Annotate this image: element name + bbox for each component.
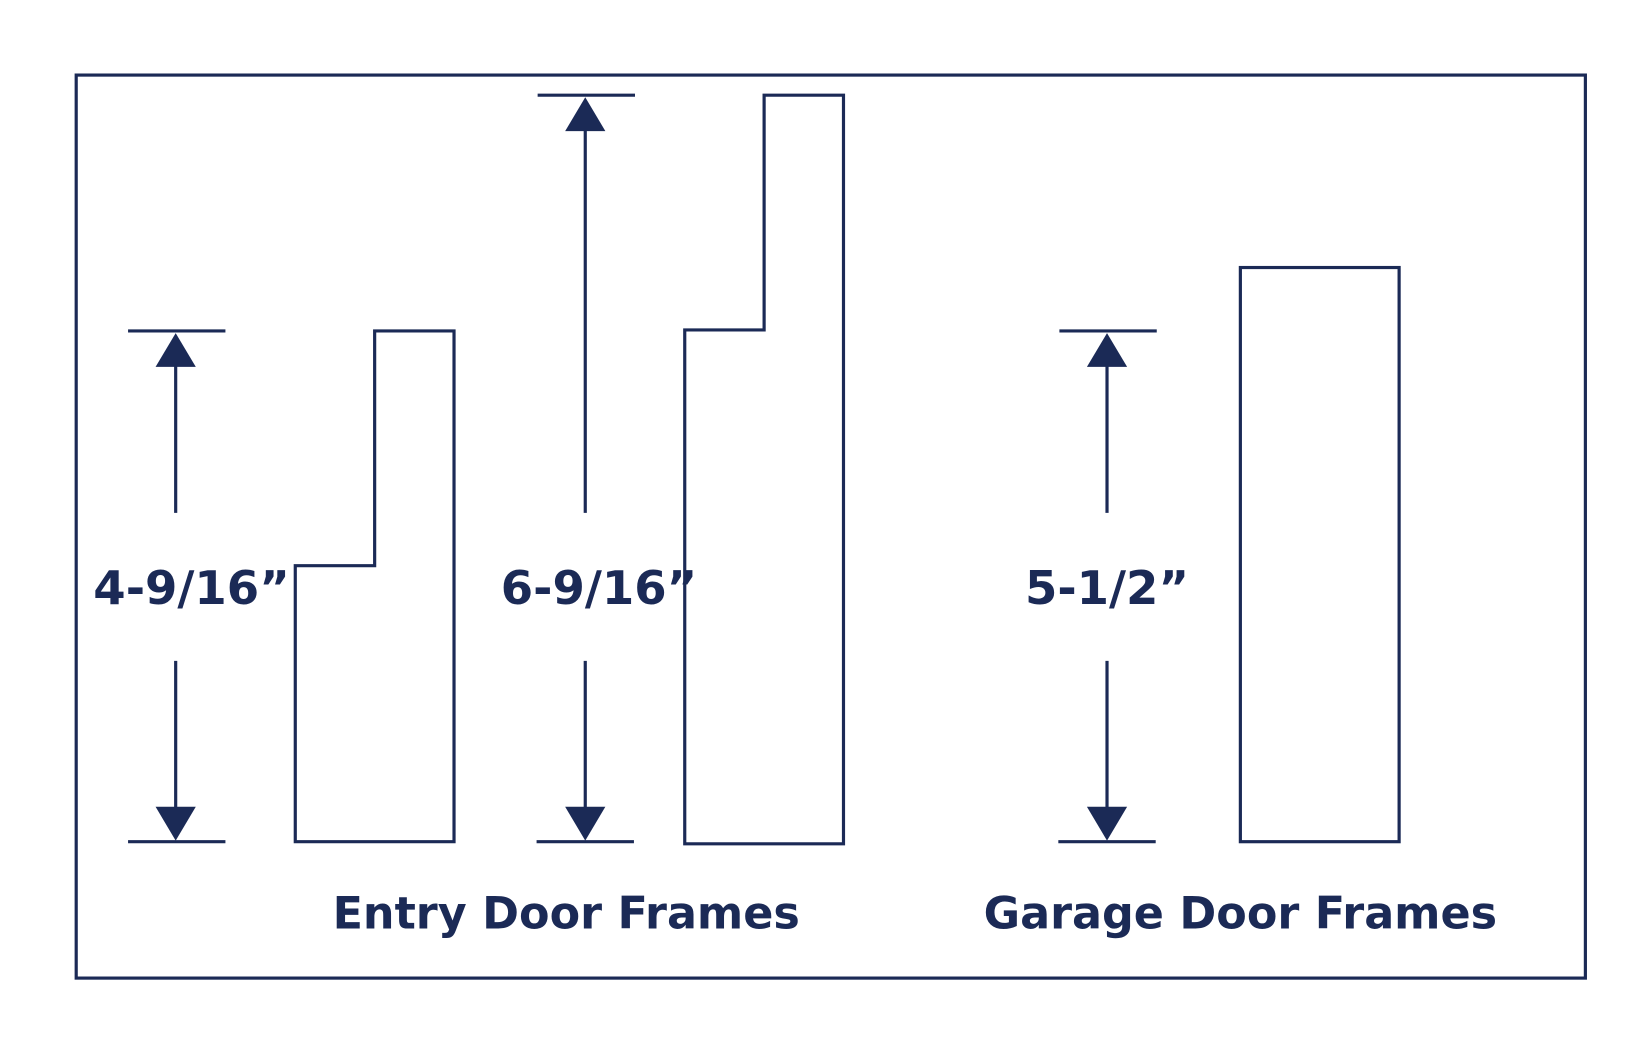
dimension-6-9-16: 6-9/16” [501,93,697,844]
garage-caption: Garage Door Frames [984,888,1497,939]
arrow-down-icon [1086,806,1128,841]
arrow-down-icon [565,806,606,841]
dimension-4-9-16: 4-9/16” [93,329,290,844]
arrow-up-icon [565,97,606,132]
dimension-label: 5-1/2” [1025,561,1189,615]
entry-caption: Entry Door Frames [333,888,800,939]
dimension-label: 4-9/16” [93,561,289,615]
arrow-up-icon [1086,333,1128,367]
arrow-up-icon [155,333,196,367]
entry-frame-short [293,329,456,844]
outer-border [74,73,1587,980]
dimension-label: 6-9/16” [501,561,697,615]
arrow-down-icon [155,806,196,841]
garage-frame [1238,265,1401,844]
dimension-5-1-2: 5-1/2” [1025,329,1189,844]
entry-frame-tall [683,93,846,846]
